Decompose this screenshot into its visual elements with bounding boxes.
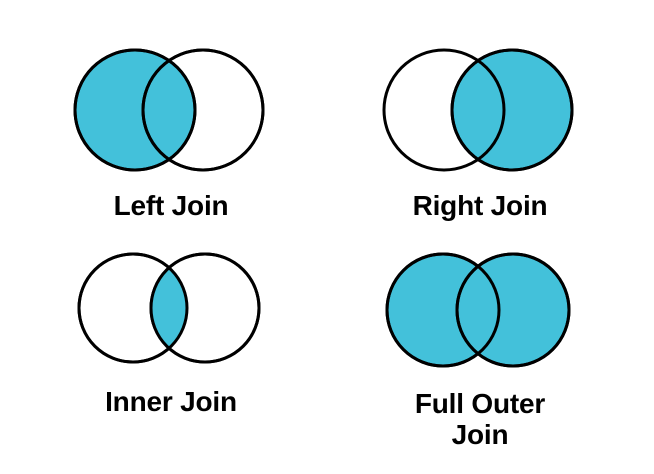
panel-left-join: Left Join xyxy=(56,44,286,221)
panel-full-outer-join: Full Outer Join xyxy=(365,248,595,451)
venn-diagram-right-join xyxy=(382,48,574,172)
venn-diagram-full-outer-join xyxy=(385,252,571,368)
venn-region-intersection xyxy=(151,267,187,349)
venn-diagram-inner-join xyxy=(77,252,261,364)
panel-label-full-outer-join: Full Outer Join xyxy=(414,388,546,451)
panel-label-inner-join: Inner Join xyxy=(105,386,237,417)
venn-circle-left-outline xyxy=(385,252,501,368)
panel-label-right-join: Right Join xyxy=(412,190,548,221)
venn-circle-right-outline xyxy=(149,252,261,364)
venn-diagram-left-join xyxy=(73,48,265,172)
venn-circle-left-outline xyxy=(77,252,189,364)
venn-circle-left-outline xyxy=(73,48,197,172)
venn-circle-right-outline xyxy=(455,252,571,368)
panel-right-join: Right Join xyxy=(365,44,595,221)
venn-circle-right-outline xyxy=(141,48,265,172)
venn-circle-right-outline xyxy=(450,48,574,172)
panel-label-left-join: Left Join xyxy=(113,190,229,221)
panel-inner-join: Inner Join xyxy=(56,248,286,417)
venn-circle-left-outline xyxy=(382,48,506,172)
